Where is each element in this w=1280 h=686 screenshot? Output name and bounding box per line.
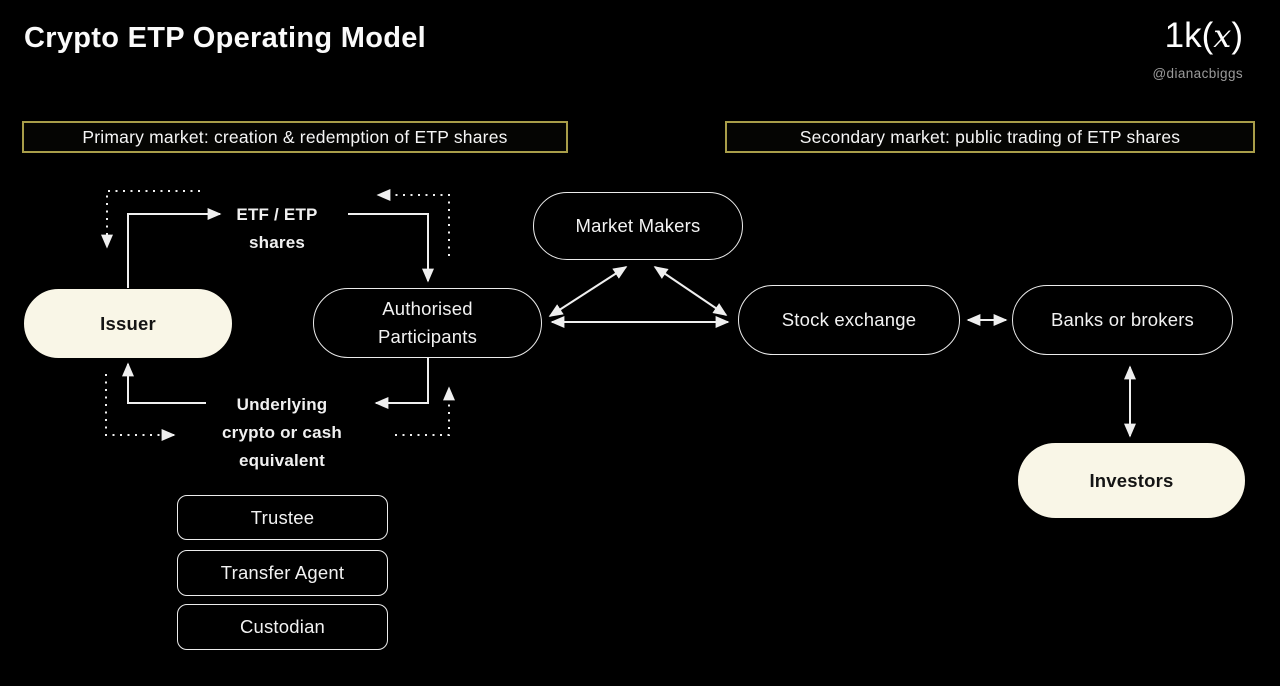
label-underlying-crypto: Underlying crypto or cash equivalent (208, 391, 356, 475)
node-issuer: Issuer (24, 289, 232, 358)
label-etf-etp-shares: ETF / ETP shares (207, 201, 347, 257)
page-title: Crypto ETP Operating Model (24, 22, 427, 54)
node-market-makers: Market Makers (533, 192, 743, 260)
arrow-underlying-to-issuer (122, 362, 206, 404)
label-underlying-line3: equivalent (238, 451, 326, 470)
arrow-authorised-participants-to-underlying (374, 358, 429, 409)
secondary-market-banner: Secondary market: public trading of ETP … (725, 121, 1255, 153)
node-authorised-participants-line2: Participants (377, 326, 478, 347)
node-stock-exchange: Stock exchange (738, 285, 960, 355)
dotted-arrow-shares-back-to-issuer (101, 190, 200, 249)
brand-logo-1kx: 1k(x) (1165, 16, 1243, 56)
node-transfer-agent: Transfer Agent (177, 550, 388, 596)
node-market-makers-label: Market Makers (575, 215, 701, 236)
dotted-arrow-issuer-to-underlying (105, 374, 176, 441)
node-investors: Investors (1018, 443, 1245, 518)
arrow-authorised-participants-market-makers (548, 266, 628, 317)
node-authorised-participants: Authorised Participants (313, 288, 542, 358)
label-underlying-line2: crypto or cash (222, 423, 342, 442)
label-etf-etp-shares-line2: shares (248, 233, 306, 252)
node-custodian-label: Custodian (239, 616, 326, 637)
node-custodian: Custodian (177, 604, 388, 650)
node-banks-or-brokers-label: Banks or brokers (1050, 309, 1195, 330)
node-issuer-label: Issuer (100, 312, 156, 334)
logo-suffix: ) (1231, 16, 1243, 55)
node-trustee: Trustee (177, 495, 388, 540)
logo-x: x (1213, 17, 1232, 55)
arrow-etf-shares-to-authorised-participants (348, 213, 434, 283)
arrow-market-makers-stock-exchange (653, 266, 728, 316)
node-investors-label: Investors (1089, 469, 1174, 491)
node-trustee-label: Trustee (250, 506, 315, 528)
label-etf-etp-shares-line1: ETF / ETP (236, 205, 318, 224)
node-transfer-agent-label: Transfer Agent (220, 562, 345, 583)
node-banks-or-brokers: Banks or brokers (1012, 285, 1233, 355)
logo-prefix: 1k( (1164, 16, 1214, 55)
dotted-arrow-underlying-to-authorised-participants (395, 386, 455, 436)
primary-market-banner: Primary market: creation & redemption of… (22, 121, 568, 153)
node-stock-exchange-label: Stock exchange (781, 309, 917, 330)
dotted-arrow-authorised-participants-to-shares (376, 189, 450, 256)
author-handle: @dianacbiggs (1152, 66, 1243, 81)
label-underlying-line1: Underlying (236, 395, 328, 414)
node-authorised-participants-line1: Authorised (382, 298, 473, 319)
